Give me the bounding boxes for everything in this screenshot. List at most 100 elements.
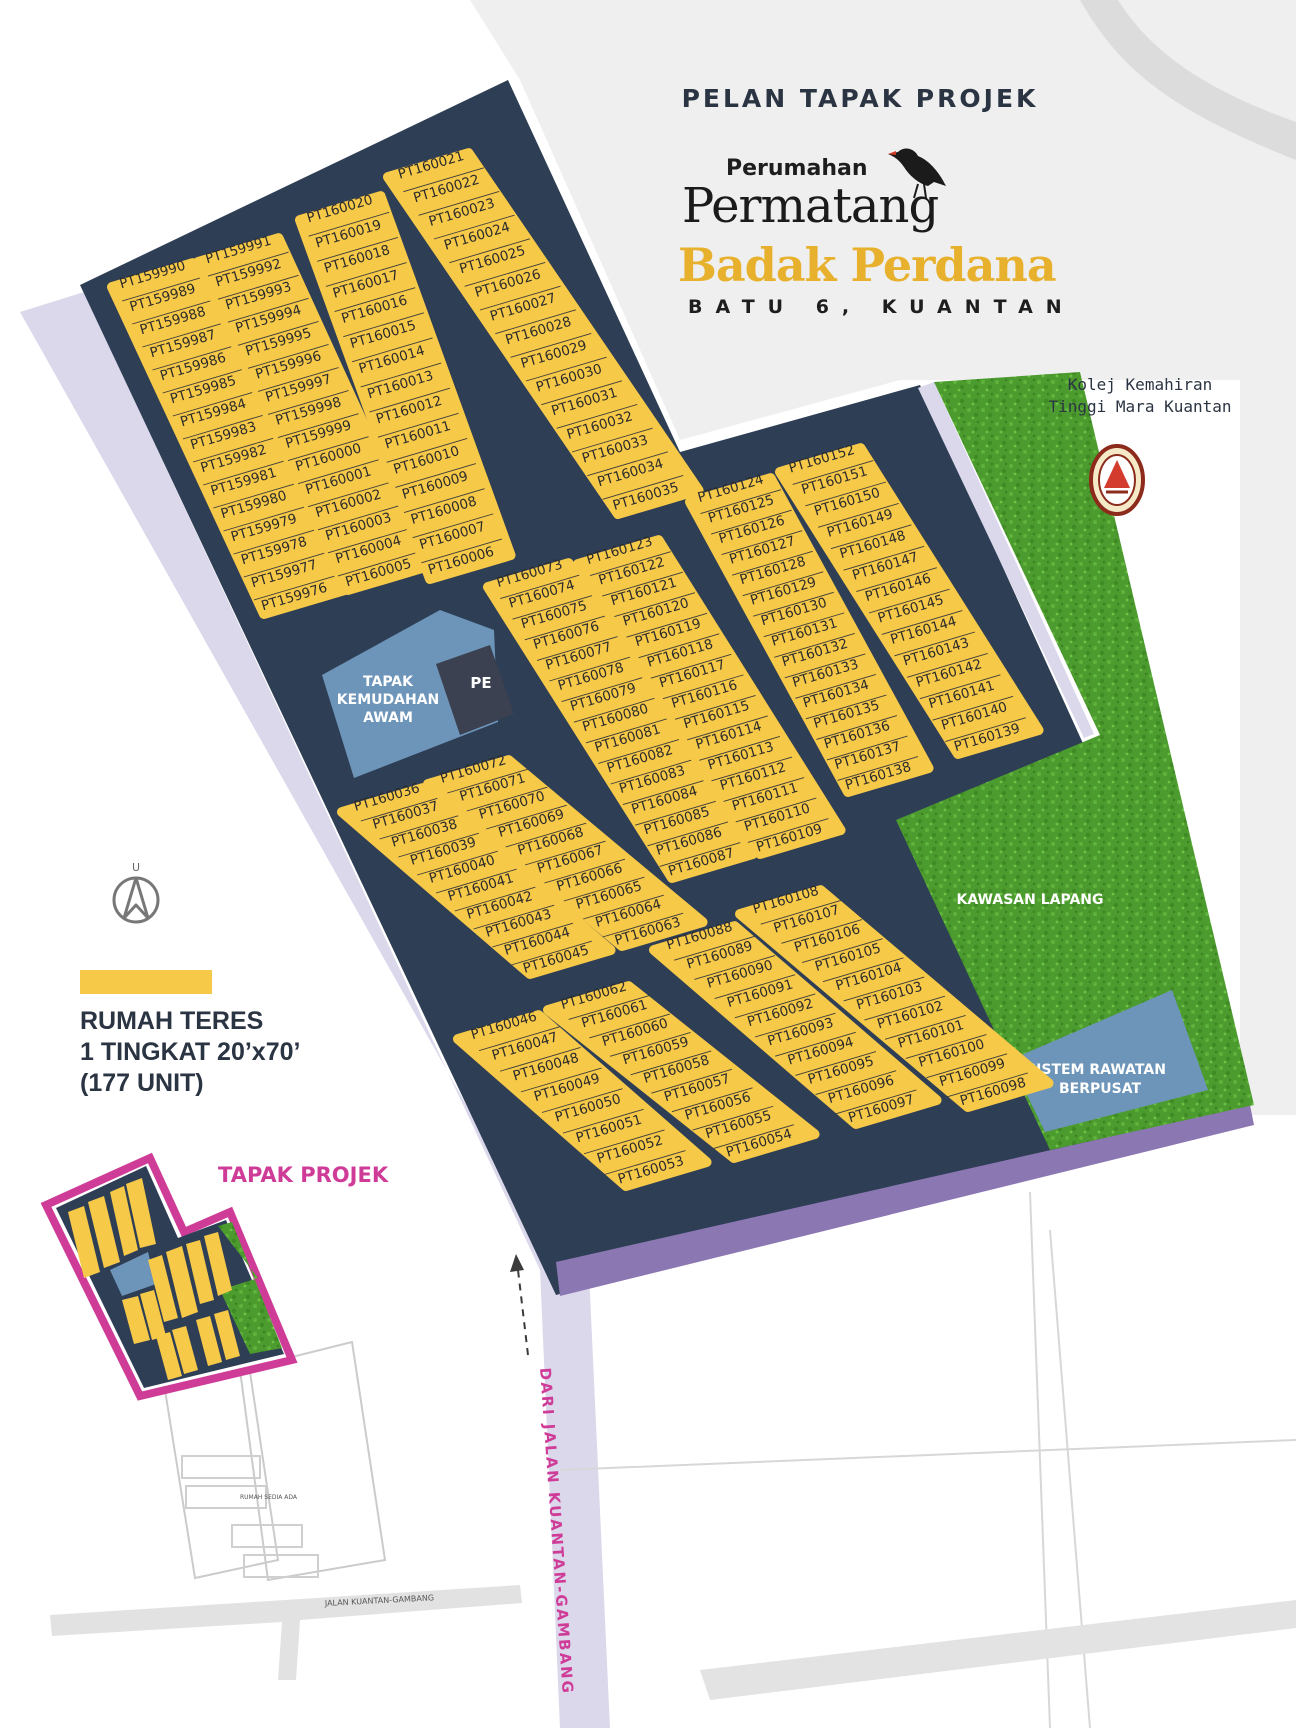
lot-divider [512,594,594,620]
lot-divider [247,344,329,369]
lot-divider [267,390,349,415]
legend-line3: (177 UNIT) [80,1069,204,1097]
lot-divider [754,1012,836,1038]
lot-block: PT160021PT160022PT160023PT160024PT160025… [383,148,704,519]
lot-divider [784,653,866,679]
public-facility-area [322,610,498,778]
lot-divider [412,513,494,539]
lot-divider [307,482,389,508]
lot-divider [711,756,793,782]
lot-divider [604,1150,686,1175]
lot-divider [449,238,531,264]
lot-divider [568,995,650,1020]
lot-divider [435,868,517,894]
lot-divider [700,489,782,514]
legend-swatch [80,970,212,994]
north-arrow-icon: U [112,861,160,924]
lot-divider [774,632,855,658]
lot-divider [614,592,696,618]
lot-divider [327,528,409,554]
lot-divider [763,612,845,638]
lot-divider [510,333,592,358]
lot-divider [213,483,295,509]
lot-divider [142,322,224,348]
lot-divider [609,1032,691,1057]
lot-block-shape [383,148,704,519]
inset-site [40,1152,298,1401]
lot-divider [433,214,515,240]
lot-divider [571,427,653,453]
brand-name-line1: Permatang [682,178,939,234]
east-boundary-strip [918,382,1094,738]
lot-divider [583,1129,665,1155]
lot-divider [351,337,433,363]
lot-divider [818,502,899,528]
svg-text:U: U [132,861,140,874]
lot-divider [747,818,829,843]
lot-divider [734,993,816,1019]
south-boundary-road [556,1105,1254,1296]
svg-text:RUMAH SEDIA ADA: RUMAH SEDIA ADA [240,1494,298,1501]
lot-divider [563,876,645,902]
lot-divider [561,677,643,703]
lot-divider [638,633,720,659]
lot-divider [647,821,729,847]
lot-divider [602,912,684,938]
lot-divider [587,451,669,477]
lot-divider [760,899,842,925]
lot-divider [674,935,755,961]
lot-divider [802,938,883,963]
lot-block: PT160036PT160037PT160038PT160039PT160040… [337,780,616,979]
lot-divider [524,615,606,641]
lot-divider [421,538,503,564]
lot-divider [630,1050,712,1076]
lot-divider [192,437,274,463]
lot-divider [233,529,315,555]
lot-divider [651,1068,733,1094]
lot-divider [732,550,813,576]
lot-divider [122,276,203,302]
inset-map: JALAN KUANTAN-GAMBANG RUMAH SEDIA ADA [40,1152,522,1680]
lot-divider [386,438,468,463]
lot-divider [610,759,692,785]
lot-divider [524,840,606,866]
lot-divider [919,674,1001,700]
lot-divider [277,413,359,438]
lot-divider [207,251,289,277]
lot-divider [837,756,919,781]
header: PELAN TAPAK PROJEK [640,84,1080,113]
lot-divider [473,904,555,930]
lot-divider [674,694,756,720]
lot-divider [635,800,716,826]
lot-divider [253,575,335,601]
lot-divider [417,850,498,876]
access-arrow [517,1269,529,1356]
lot-divider [710,509,792,535]
lot-divider [447,768,529,794]
lot-divider [223,506,305,532]
lot-divider [947,1072,1028,1098]
sewage-treatment-area [1010,990,1208,1132]
lot-divider [500,574,581,600]
college-label-line2: Tinggi Mara Kuantan [1048,397,1232,416]
legend: RUMAH TERES 1 TINGKAT 20’x70’ (177 UNIT) [80,970,300,1099]
lot-divider [945,717,1026,743]
college-label-line1: Kolej Kemahiran [1067,375,1213,394]
lot-divider [403,167,485,193]
lot-divider [602,475,684,500]
lot-divider [377,412,459,438]
lot-divider [217,274,299,300]
lot-block: PT160088PT160089PT160090PT160091PT160092… [649,919,942,1129]
legend-line1: RUMAH TERES [80,1007,264,1035]
lot-block-shape [573,535,846,859]
lot-divider [182,414,264,440]
lot-divider [257,367,339,392]
brand-location: BATU 6, KUANTAN [688,296,1075,318]
lot-divider [486,804,567,830]
lot-divider [479,285,561,311]
lot-divider [659,842,741,867]
lot-divider [692,1105,774,1131]
